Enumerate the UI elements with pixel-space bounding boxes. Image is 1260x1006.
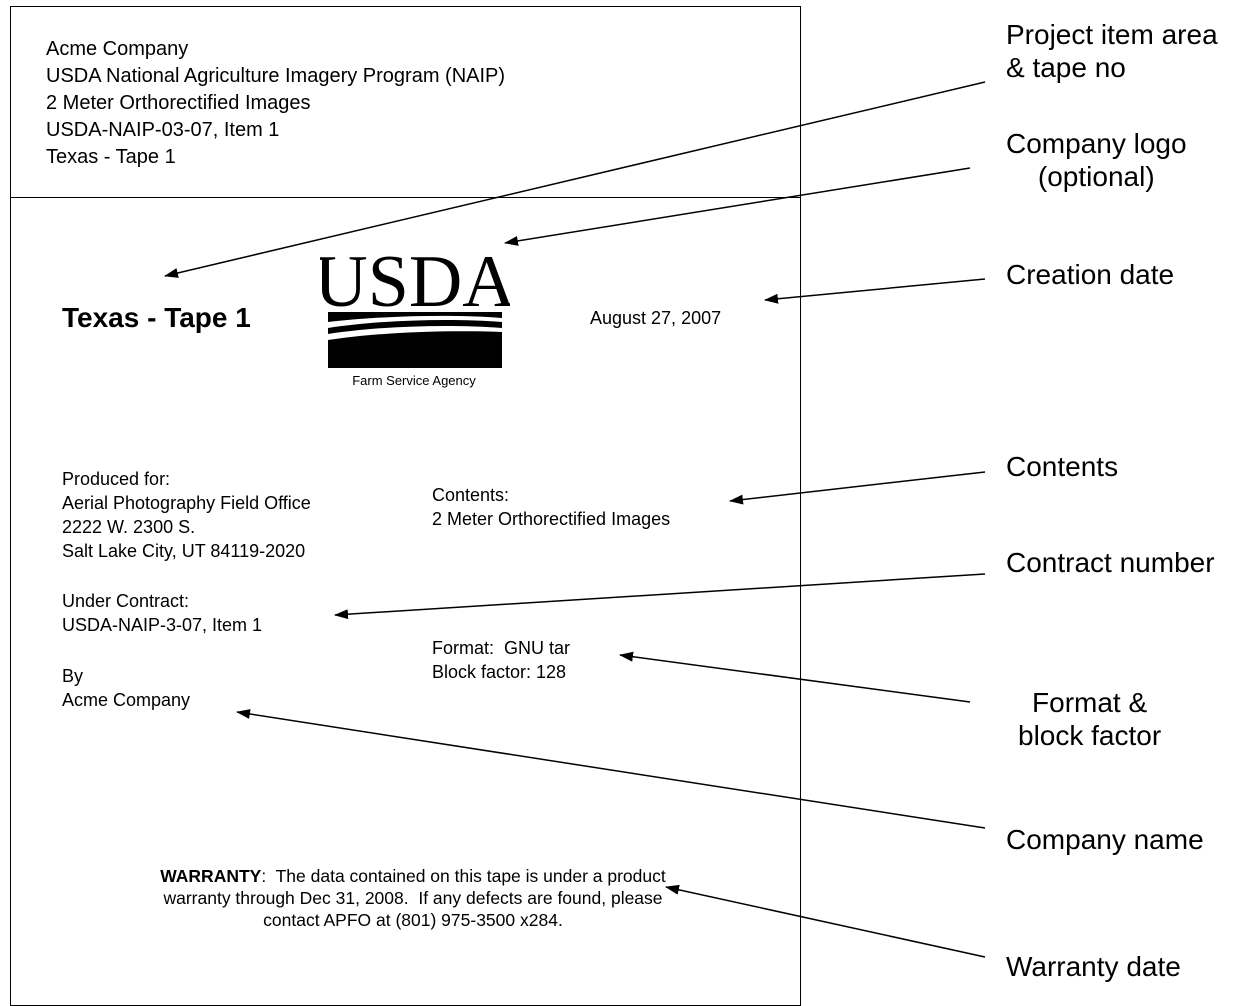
usda-logo-icon: USDA xyxy=(314,241,516,368)
callout-project-line: & tape no xyxy=(1006,52,1126,83)
callout-format-line: Format & xyxy=(1032,687,1148,718)
produced-for-block: Produced for: Aerial Photography Field O… xyxy=(62,467,311,563)
callout-project-item: Project item area & tape no xyxy=(1006,18,1218,84)
contract-block: Under Contract: USDA-NAIP-3-07, Item 1 xyxy=(62,589,262,637)
format-block: Format: GNU tar Block factor: 128 xyxy=(432,636,570,684)
header-contract: USDA-NAIP-03-07, Item 1 xyxy=(46,119,280,141)
contents-value: 2 Meter Orthorectified Images xyxy=(432,509,671,529)
callout-project-line: Project item area xyxy=(1006,19,1218,50)
produced-for-line: 2222 W. 2300 S. xyxy=(62,517,196,537)
warranty-text: WARRANTY: The data contained on this tap… xyxy=(150,865,676,931)
arrow-project xyxy=(164,81,986,278)
contract-value: USDA-NAIP-3-07, Item 1 xyxy=(62,615,263,635)
callout-creation-date: Creation date xyxy=(1006,259,1175,290)
warranty-body: : The data contained on this tape is und… xyxy=(163,866,671,930)
callout-logo-line: (optional) xyxy=(1037,161,1155,192)
creation-date: August 27, 2007 xyxy=(590,308,722,328)
produced-for-line: Salt Lake City, UT 84119-2020 xyxy=(62,541,306,561)
warranty-label: WARRANTY xyxy=(160,866,262,886)
logo-wordmark: USDA xyxy=(320,241,510,323)
callout-company-logo: Company logo (optional) xyxy=(1006,127,1187,193)
callout-format: Format & block factor xyxy=(1018,686,1161,752)
arrow-warranty xyxy=(665,884,986,958)
header-company: Acme Company xyxy=(46,38,189,60)
format-line: Format: GNU tar xyxy=(432,638,571,658)
contract-heading: Under Contract: xyxy=(62,591,190,611)
by-heading: By xyxy=(62,666,84,686)
header-divider xyxy=(10,197,801,198)
callout-logo-line: Company logo xyxy=(1006,128,1187,159)
arrow-format xyxy=(619,651,971,703)
header-program: USDA National Agriculture Imagery Progra… xyxy=(46,65,506,87)
callout-format-line: block factor xyxy=(1018,720,1162,751)
label-header: Acme Company USDA National Agriculture I… xyxy=(46,36,505,171)
header-tape: Texas - Tape 1 xyxy=(46,146,176,168)
arrow-company xyxy=(236,709,986,829)
arrow-date xyxy=(764,278,986,304)
company-name: Acme Company xyxy=(62,690,191,710)
arrow-logo xyxy=(504,167,971,246)
contents-block: Contents: 2 Meter Orthorectified Images xyxy=(432,483,670,531)
callout-contract-number: Contract number xyxy=(1006,547,1215,578)
callout-warranty-date: Warranty date xyxy=(1006,951,1181,982)
logo-caption: Farm Service Agency xyxy=(352,373,476,388)
contents-heading: Contents: xyxy=(432,485,510,505)
produced-for-line: Aerial Photography Field Office xyxy=(62,493,311,513)
produced-for-heading: Produced for: xyxy=(62,469,171,489)
usda-logo: USDA xyxy=(314,240,516,390)
callout-company-name: Company name xyxy=(1006,824,1204,855)
arrow-contents xyxy=(729,471,986,505)
header-product: 2 Meter Orthorectified Images xyxy=(46,92,311,114)
arrow-contract xyxy=(334,573,986,620)
tape-title: Texas - Tape 1 xyxy=(62,302,251,333)
callout-contents: Contents xyxy=(1006,451,1119,482)
by-block: By Acme Company xyxy=(62,664,190,712)
block-factor-line: Block factor: 128 xyxy=(432,662,567,682)
